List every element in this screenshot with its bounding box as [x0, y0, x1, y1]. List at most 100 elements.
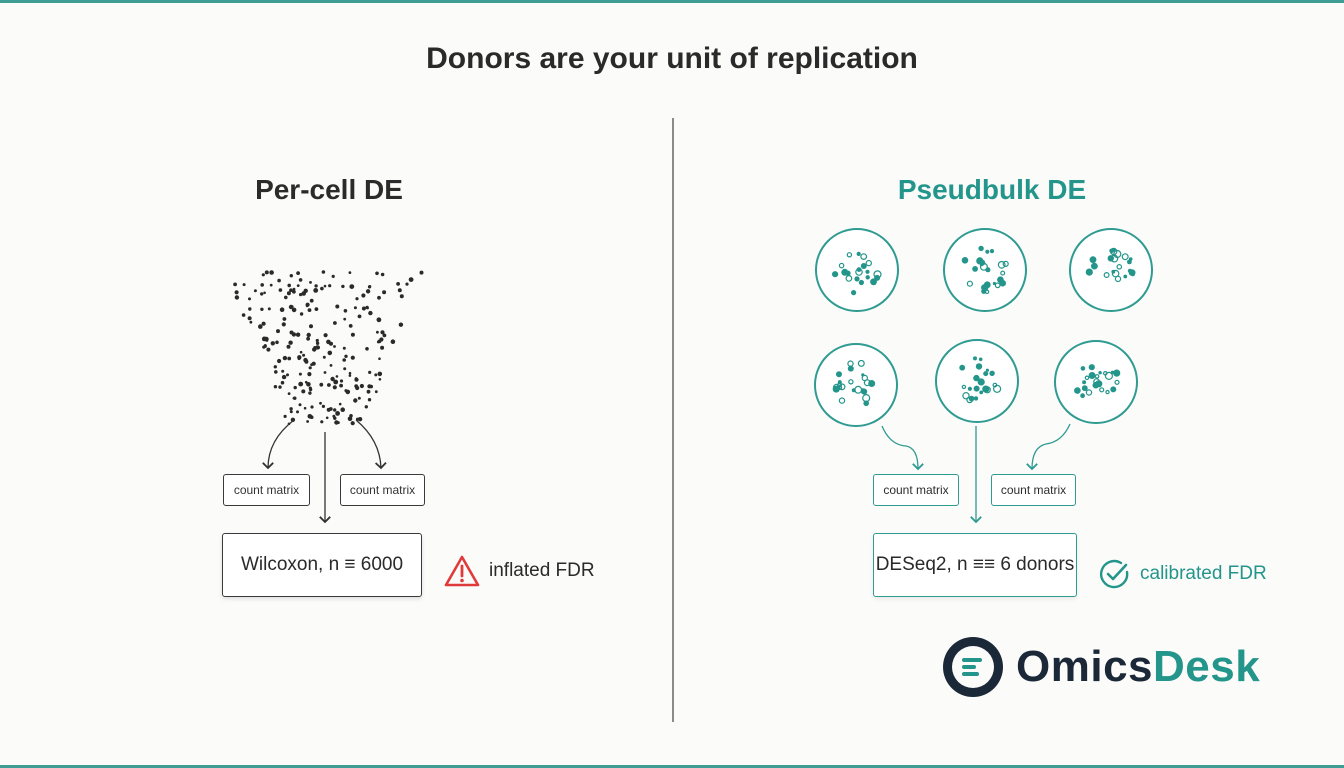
cell-dot: [365, 347, 369, 351]
cell-dot: [292, 289, 296, 294]
cell-dot: [342, 346, 346, 350]
calibrated-fdr-status: calibrated FDR: [1099, 558, 1267, 590]
donor-cell-dot: [856, 267, 862, 272]
donor-cell-dot: [1094, 374, 1100, 379]
cell-dot: [275, 340, 279, 345]
cell-dot: [348, 374, 352, 377]
top-accent-line: [0, 0, 1344, 3]
cell-dot: [332, 385, 337, 390]
donor-cell-dot: [989, 249, 995, 254]
donor-cell-dot: [978, 357, 983, 362]
cell-dot: [315, 341, 320, 345]
cell-dot: [361, 306, 366, 311]
cell-dot: [343, 317, 347, 321]
cell-dot: [306, 420, 309, 423]
donor-cell-dot: [1110, 386, 1117, 393]
cell-dot: [310, 363, 313, 367]
cell-dot: [419, 270, 424, 275]
cell-scatter-cloud: [233, 270, 424, 426]
cell-dot: [299, 293, 303, 297]
cell-dot: [261, 273, 265, 277]
cell-dot: [308, 386, 312, 390]
cell-dot: [364, 405, 368, 409]
donor-cell-dot: [846, 252, 853, 258]
donor-cell-dot: [1127, 259, 1132, 265]
warning-triangle-icon: [444, 555, 480, 587]
cell-dot: [308, 366, 312, 370]
cell-dot: [377, 371, 383, 377]
cell-dot: [277, 358, 282, 364]
cell-dot: [319, 401, 322, 405]
donor-cell-dot: [847, 365, 854, 372]
cell-dot: [335, 411, 340, 416]
cell-dot: [281, 374, 287, 380]
cell-dot: [296, 410, 299, 414]
donor-cell-dot: [862, 394, 871, 403]
donor-cell-dot: [856, 251, 861, 256]
cell-dot: [321, 404, 325, 408]
cell-dot: [305, 304, 309, 308]
cell-dot: [309, 298, 314, 303]
cell-dot: [323, 284, 327, 288]
cell-dot: [303, 357, 308, 363]
cell-dot: [301, 389, 306, 394]
cell-dot: [278, 385, 282, 389]
cell-dot: [287, 356, 292, 361]
donor-cell-dot: [973, 385, 980, 392]
cell-dot: [301, 291, 307, 296]
cell-dot: [296, 284, 300, 287]
cell-dot: [289, 410, 293, 414]
donor-cell-dot: [992, 281, 997, 286]
cell-dot: [273, 385, 278, 389]
cell-dot: [355, 385, 360, 391]
cell-dot: [289, 288, 293, 293]
cell-dot: [377, 295, 381, 300]
cell-dot: [380, 272, 385, 277]
cell-dot: [312, 347, 317, 352]
cell-dot: [349, 284, 355, 289]
logo-name-part2: Desk: [1153, 642, 1261, 691]
cell-dot: [299, 350, 303, 354]
donor-cell-dot: [836, 371, 842, 378]
donor-cell-dot: [848, 379, 854, 385]
cell-dot: [297, 357, 301, 361]
arrow-donor-to-right-count-matrix: [1026, 423, 1071, 471]
cell-dot: [283, 414, 287, 418]
donor-cell-dot: [847, 360, 854, 367]
cell-dot: [264, 270, 269, 275]
donor-cell-dot: [1116, 263, 1123, 270]
donor-cell-dot: [1080, 366, 1086, 371]
cell-dot: [281, 322, 286, 327]
cell-dot: [274, 370, 278, 374]
donor-cell-dot: [860, 253, 868, 261]
donor-circle: [943, 228, 1027, 312]
cell-dot: [339, 379, 344, 383]
cell-dot: [397, 288, 402, 293]
donor-cell-dot: [1112, 248, 1116, 252]
cell-dot: [333, 379, 339, 385]
cell-dot: [353, 306, 357, 310]
cell-dot: [368, 310, 373, 316]
cell-dot: [261, 321, 266, 326]
cell-dot: [325, 416, 329, 420]
donor-cell-dot: [962, 392, 970, 400]
donor-cell-dot: [838, 262, 845, 269]
cell-dot: [376, 330, 379, 334]
cell-dot: [343, 309, 348, 313]
donor-cell-dot: [1095, 380, 1103, 388]
donor-cell-dot: [1113, 369, 1121, 377]
cell-dot: [368, 370, 372, 374]
cell-dot: [348, 324, 353, 328]
cell-dot: [376, 317, 382, 323]
donor-cell-dot: [860, 263, 867, 269]
cell-dot: [287, 392, 291, 395]
donor-cell-dot: [997, 260, 1006, 269]
document-lines-icon: [943, 637, 1003, 697]
donor-cell-dot: [961, 384, 967, 390]
cell-dot: [357, 314, 362, 319]
donor-cell-dot: [961, 257, 969, 264]
cell-dot: [350, 421, 355, 426]
cell-dot: [323, 371, 327, 374]
arrow-donor-to-left-count-matrix: [881, 425, 924, 471]
cell-dot: [350, 355, 355, 360]
